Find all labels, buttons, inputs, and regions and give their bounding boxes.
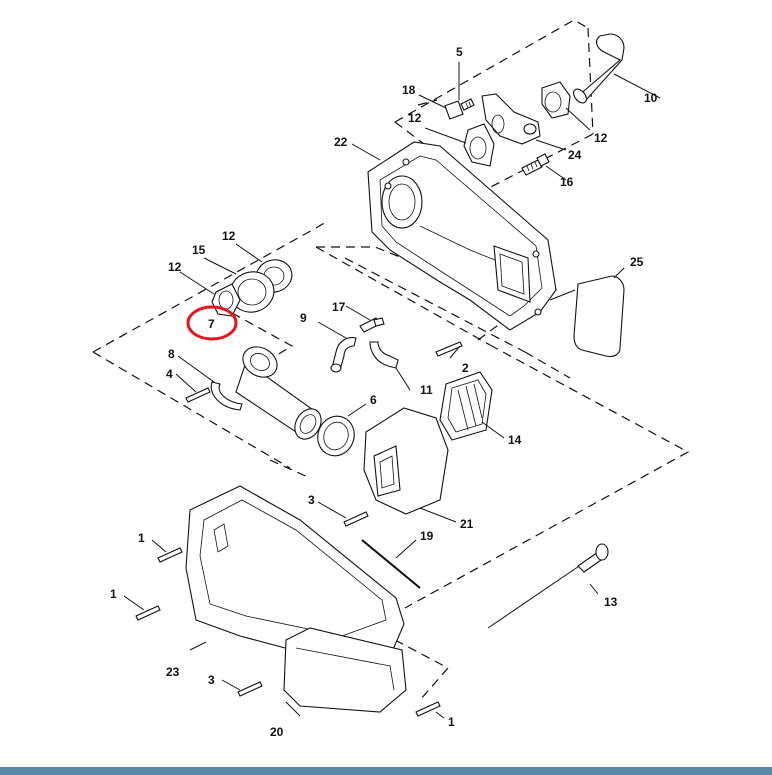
label-11: 11 [420, 383, 433, 397]
ring-6 [317, 403, 367, 457]
housing-20 [283, 627, 407, 717]
label-20: 20 [270, 725, 284, 739]
cable-13 [487, 543, 609, 629]
label-3: 3 [208, 673, 215, 687]
screw-2 [435, 341, 463, 359]
label-7: 7 [208, 317, 215, 331]
label-9: 9 [300, 311, 307, 325]
callout-labels: 5 18 12 12 10 24 16 22 12 15 12 7 9 17 2… [110, 45, 658, 739]
label-8: 8 [168, 347, 175, 361]
footer-bar [0, 767, 772, 775]
label-19: 19 [420, 529, 434, 543]
label-12: 12 [408, 111, 422, 125]
hose-9 [317, 321, 357, 373]
label-2: 2 [462, 361, 469, 375]
label-5: 5 [456, 45, 463, 59]
label-12: 12 [594, 131, 608, 145]
highlight-circle [186, 305, 238, 341]
label-15: 15 [192, 243, 206, 257]
screws-1 [123, 539, 445, 719]
filter-14 [439, 371, 505, 441]
label-1: 1 [448, 715, 455, 729]
label-6: 6 [370, 393, 377, 407]
intake-tube [235, 346, 322, 440]
label-21: 21 [460, 517, 474, 531]
label-12: 12 [168, 260, 182, 274]
label-14: 14 [508, 433, 522, 447]
filter-25 [549, 267, 625, 358]
label-1: 1 [138, 531, 145, 545]
bracket-24 [481, 93, 567, 151]
label-1: 1 [110, 587, 117, 601]
housing-21 [363, 407, 457, 523]
screw-16 [521, 153, 567, 181]
label-18: 18 [402, 83, 416, 97]
label-10: 10 [644, 91, 658, 105]
label-23: 23 [166, 665, 180, 679]
label-25: 25 [630, 255, 644, 269]
label-13: 13 [604, 595, 618, 609]
label-16: 16 [560, 175, 574, 189]
screw-3-upper [317, 501, 369, 527]
label-17: 17 [332, 300, 346, 314]
cover-23 [185, 485, 405, 661]
screw-3-lower [221, 679, 263, 697]
rod-19 [361, 539, 421, 589]
label-22: 22 [334, 135, 348, 149]
label-24: 24 [568, 148, 582, 162]
fitting-assembly [418, 62, 475, 120]
hose-10 [573, 33, 661, 104]
label-4: 4 [166, 367, 173, 381]
gaskets-top [424, 81, 591, 167]
backplate-22 [351, 141, 557, 331]
label-3: 3 [308, 493, 315, 507]
clamp-8 [175, 355, 243, 411]
label-12: 12 [222, 229, 236, 243]
tee-17 [345, 305, 411, 391]
